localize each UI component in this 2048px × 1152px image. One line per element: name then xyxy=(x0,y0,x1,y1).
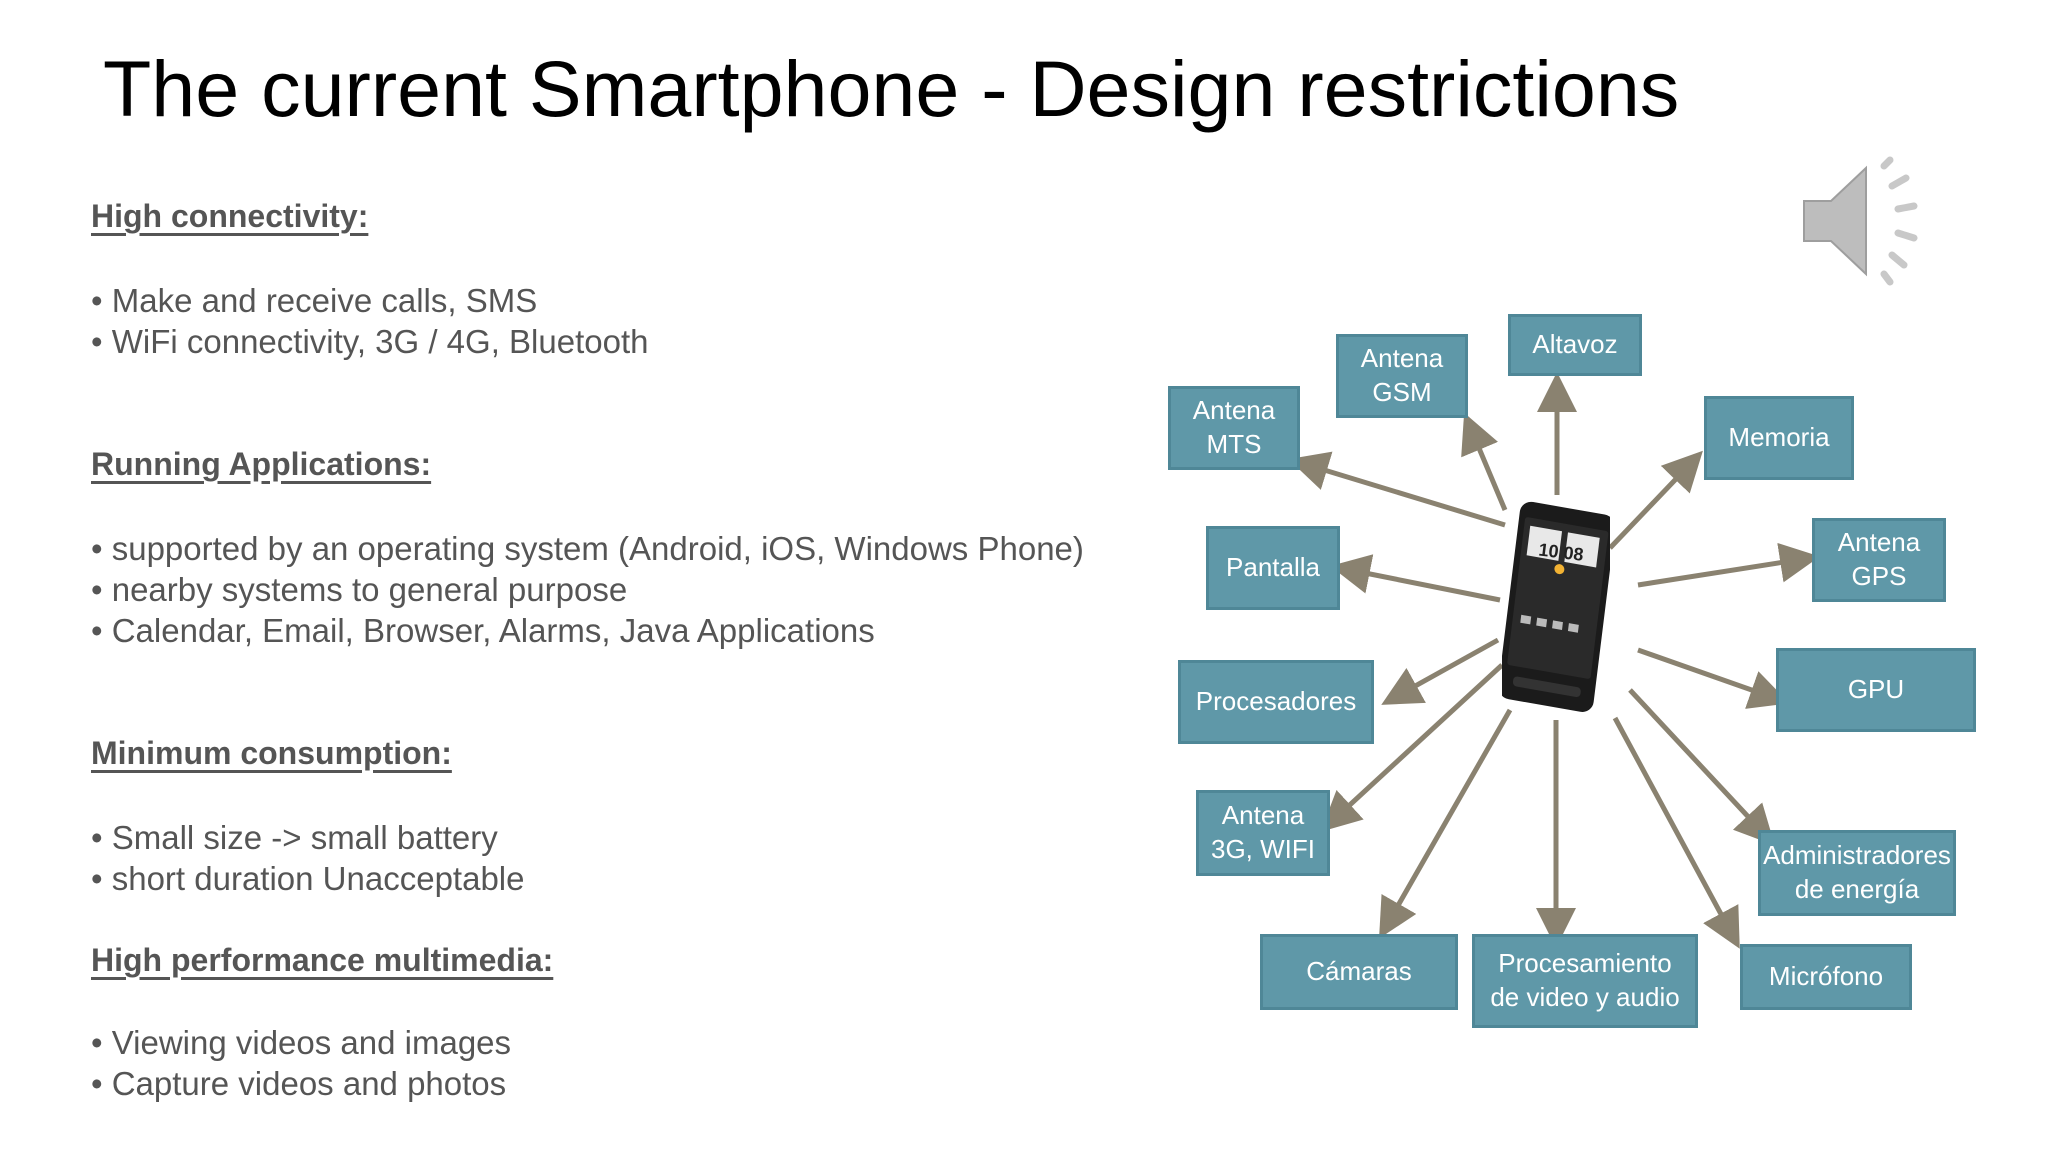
smartphone-image: 10 08 xyxy=(1502,501,1610,712)
section-heading-applications: Running Applications: xyxy=(91,446,432,482)
bullet-apps: • Calendar, Email, Browser, Alarms, Java… xyxy=(91,612,875,649)
label-memoria: Memoria xyxy=(1704,396,1854,480)
bullet-os: • supported by an operating system (Andr… xyxy=(91,530,1084,567)
bullet-general-purpose: • nearby systems to general purpose xyxy=(91,571,628,608)
bullet-wifi: • WiFi connectivity, 3G / 4G, Bluetooth xyxy=(91,323,649,360)
slide-title: The current Smartphone - Design restrict… xyxy=(103,44,1680,133)
label-antena-3g-wifi: Antena 3G, WIFI xyxy=(1196,790,1330,876)
label-camaras: Cámaras xyxy=(1260,934,1458,1010)
label-altavoz: Altavoz xyxy=(1508,314,1642,376)
bullet-calls: • Make and receive calls, SMS xyxy=(91,282,538,319)
bullet-capture: • Capture videos and photos xyxy=(91,1065,507,1102)
diagram-arrows xyxy=(1288,372,1820,949)
label-administradores-energia: Administradores de energía xyxy=(1758,830,1956,916)
speaker-icon[interactable] xyxy=(1796,156,1936,286)
section-heading-multimedia: High performance multimedia: xyxy=(91,942,554,978)
label-procesamiento-video-audio: Procesamiento de video y audio xyxy=(1472,934,1698,1028)
bullet-duration: • short duration Unacceptable xyxy=(91,860,525,897)
bullet-viewing: • Viewing videos and images xyxy=(91,1024,512,1061)
label-antena-mts: Antena MTS xyxy=(1168,386,1300,470)
smartphone-components-diagram: 10 08 Antena MTS Antena GSM Altavoz Memo… xyxy=(1160,300,2000,1040)
label-antena-gps: Antena GPS xyxy=(1812,518,1946,602)
label-pantalla: Pantalla xyxy=(1206,526,1340,610)
label-antena-gsm: Antena GSM xyxy=(1336,334,1468,418)
label-procesadores: Procesadores xyxy=(1178,660,1374,744)
section-heading-consumption: Minimum consumption: xyxy=(91,735,452,771)
section-heading-connectivity: High connectivity: xyxy=(91,198,369,234)
bullet-battery: • Small size -> small battery xyxy=(91,819,498,856)
label-microfono: Micrófono xyxy=(1740,944,1912,1010)
label-gpu: GPU xyxy=(1776,648,1976,732)
